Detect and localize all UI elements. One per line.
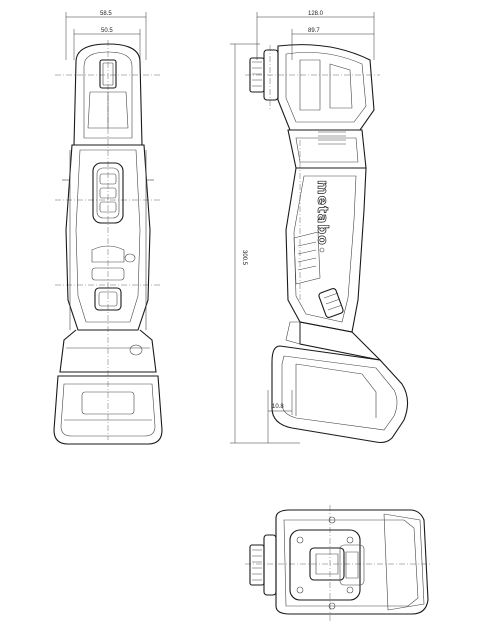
dim-side-battery-offset: 10.8 [272, 404, 284, 410]
dim-front-outer-width: 58.5 [100, 11, 112, 17]
side-view: 128.0 89.7 300.5 10.8 [230, 11, 409, 444]
top-view [245, 505, 430, 622]
brand-logo: metabo [314, 180, 330, 246]
front-view: 58.5 50.5 [53, 11, 163, 445]
speed-dial [318, 288, 344, 318]
head-vents [318, 131, 346, 145]
dim-side-head-length: 89.7 [308, 28, 320, 34]
dim-front-inner-width: 50.5 [101, 28, 113, 34]
dim-side-height: 300.5 [241, 250, 247, 266]
dim-side-total-length: 128.0 [308, 11, 324, 17]
grip-ribs [293, 231, 321, 285]
